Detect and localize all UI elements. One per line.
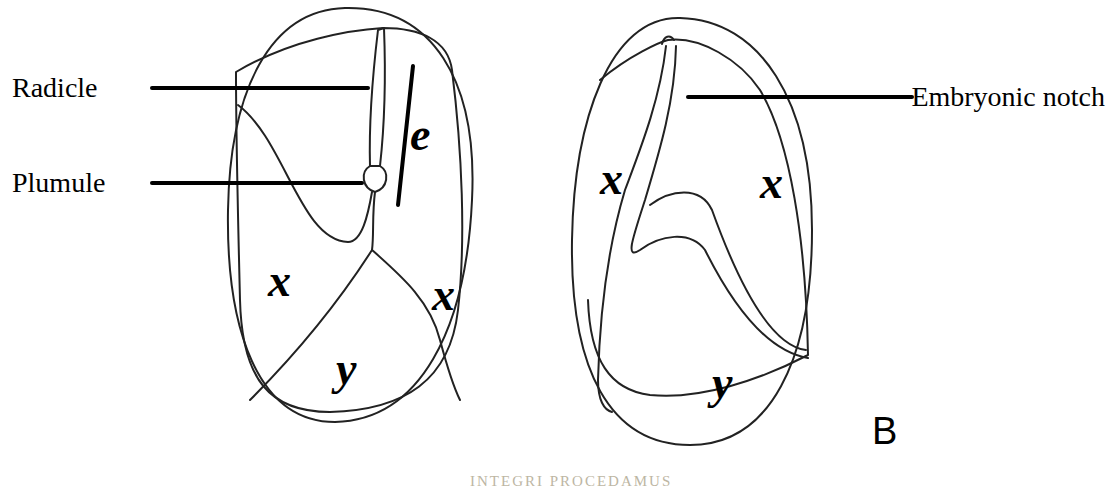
embryo-axis [598, 46, 666, 412]
leader-line [152, 86, 368, 90]
callout-letter: x [760, 160, 783, 206]
figure-letter: B [872, 412, 897, 450]
part-label: Radicle [12, 74, 98, 102]
callout-letter: x [600, 156, 623, 202]
seed-coat [572, 18, 812, 445]
part-label: Plumule [12, 169, 105, 197]
part-label: Embryonic notch [911, 83, 1105, 111]
radicle-shape [370, 28, 385, 166]
embryo-axis [650, 193, 806, 351]
cotyledon-outline [588, 40, 808, 396]
leader-line [688, 95, 912, 99]
callout-letter: y [336, 346, 356, 392]
callout-letter: x [268, 258, 291, 304]
embryonic-notch-shape [662, 37, 674, 44]
callout-letter: y [712, 360, 732, 406]
cotyledon-division [372, 250, 460, 400]
cotyledon-division [250, 192, 375, 400]
cotyledon-boundary [238, 105, 372, 242]
cotyledon-outline [236, 28, 462, 412]
watermark: INTEGRI PROCEDAMUS [470, 474, 672, 489]
embryo-axis [632, 46, 808, 358]
seed-coat [228, 8, 473, 422]
callout-letter: e [410, 112, 430, 158]
leader-line [152, 181, 362, 185]
callout-letter: x [432, 272, 455, 318]
plumule-shape [364, 166, 387, 192]
